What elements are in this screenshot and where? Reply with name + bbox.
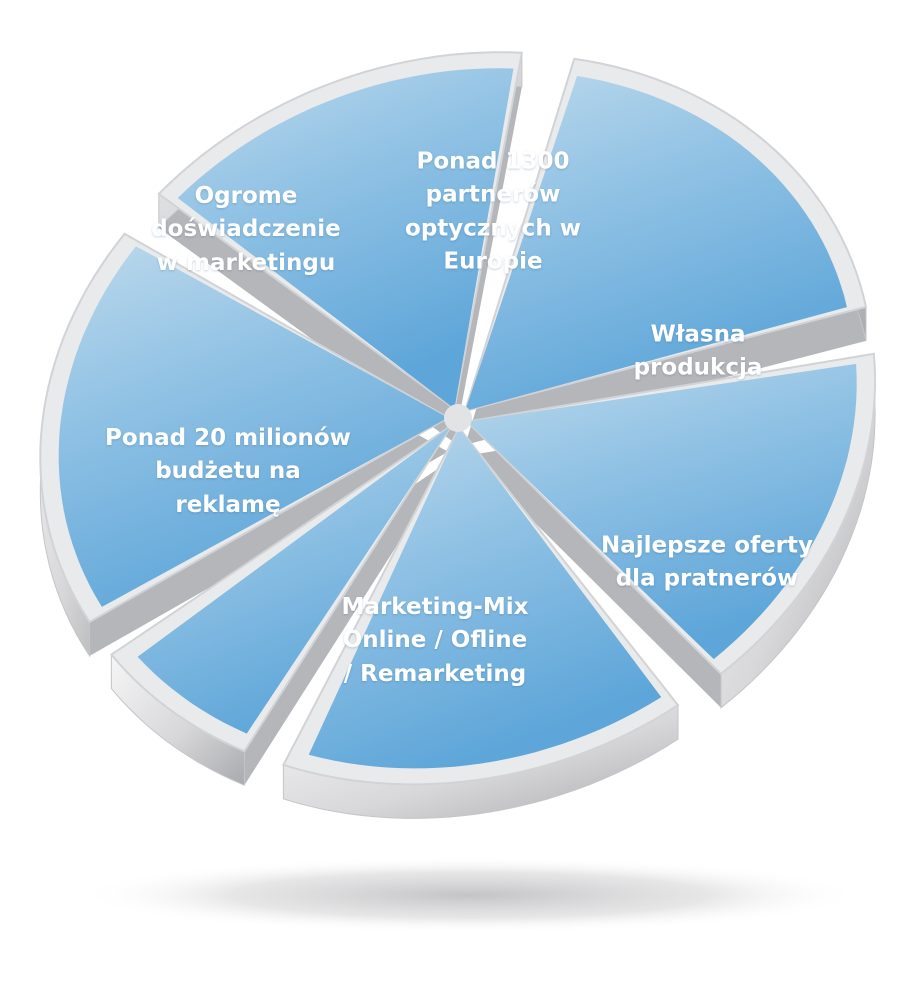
segment-label-right: Własna produkcja [633, 321, 763, 381]
segment-label-bottom: Marketing-Mix Online / Ofline / Remarket… [341, 593, 529, 687]
center-hub [444, 404, 472, 432]
segment-face-top [177, 68, 514, 409]
segment-face-right [465, 75, 847, 411]
segment-face-top-left [58, 246, 448, 607]
segment-label-bottom-right: Najlepsze oferty dla pratnerów [600, 532, 814, 592]
segment-face-bottom-right [467, 363, 857, 660]
segment-face-bottom [308, 427, 662, 769]
segment-face-left [137, 425, 452, 734]
segment-label-top-left: Ogrome doświadczenie w marketingu [151, 182, 341, 276]
floor-shadow [75, 857, 865, 933]
segment-label-top: Ponad 1300 partnerów optycznych w Europi… [405, 148, 581, 275]
segment-label-left: Ponad 20 milionów budżetu na reklamę [105, 424, 351, 518]
